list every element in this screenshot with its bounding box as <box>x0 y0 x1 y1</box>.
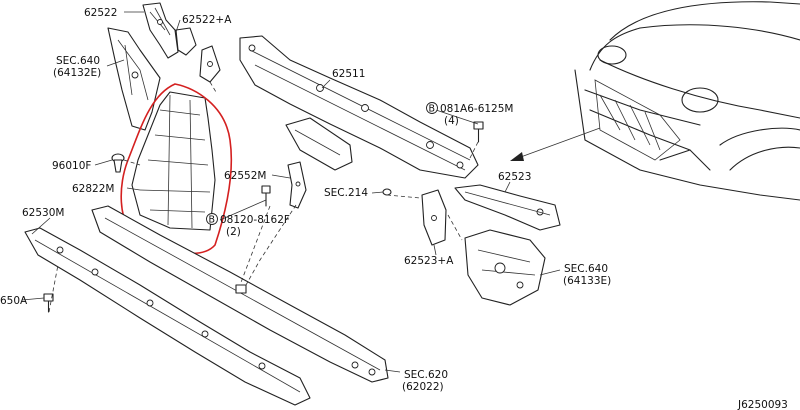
part-bracket-under-upper <box>285 117 353 171</box>
pointer-line <box>517 127 601 159</box>
part-sec620-reinforcement <box>91 205 389 383</box>
part-bracket-upper <box>199 45 221 83</box>
bolt-081a6-icon <box>473 121 484 143</box>
part-62523 <box>454 184 561 231</box>
label-62530m: 62530M <box>22 207 64 219</box>
bolt-mark-mid: B <box>209 215 216 226</box>
label-650a: 650A <box>0 295 28 307</box>
label-sec640-left: SEC.640 <box>56 55 100 67</box>
bolt-mark-mid-icon <box>206 213 218 225</box>
label-sec214: SEC.214 <box>324 187 368 199</box>
part-62822m-air-guide <box>120 83 233 254</box>
car-front-illustration <box>574 1 800 201</box>
label-sec640-right-sub: (64133E) <box>563 275 611 287</box>
label-62511: 62511 <box>332 68 365 80</box>
part-sec640-left <box>107 27 161 131</box>
label-62552m: 62552M <box>224 170 266 182</box>
label-62522: 62522 <box>84 7 117 19</box>
bolt-08120-icon <box>261 185 271 207</box>
label-bolt-mid: 08120-8162F <box>220 214 290 226</box>
pointer-arrow-icon <box>510 152 524 161</box>
labels: 62522 62522+A SEC.640 (64132E) 62511 B 0… <box>0 7 788 410</box>
label-bolt-mid-qty: (2) <box>226 226 241 238</box>
leader-lines <box>21 11 561 373</box>
label-96010f: 96010F <box>52 160 91 172</box>
part-62522 <box>142 2 179 59</box>
sec214-mark <box>382 188 392 196</box>
part-sec640-right <box>464 229 546 306</box>
label-62522-a: 62522+A <box>182 14 232 26</box>
label-bolt-top: 081A6-6125M <box>440 103 513 115</box>
label-sec620-sub: (62022) <box>402 381 444 393</box>
label-62523: 62523 <box>498 171 531 183</box>
part-62522-a <box>175 27 197 56</box>
bolt-mark-top: B <box>429 104 436 115</box>
part-62552m <box>287 161 307 209</box>
figure-number: J6250093 <box>737 399 788 410</box>
label-62822m: 62822M <box>72 183 114 195</box>
bolt-mark-top-icon <box>426 102 438 114</box>
assembly-dashed-lines <box>48 81 479 313</box>
bolt-650a-icon <box>43 293 54 313</box>
label-sec640-right: SEC.640 <box>564 263 608 275</box>
label-sec620: SEC.620 <box>404 369 448 381</box>
part-62530m-lower-member <box>24 227 311 406</box>
label-sec640-left-sub: (64132E) <box>53 67 101 79</box>
part-96010f-clip <box>111 153 125 173</box>
part-62523-a <box>421 189 447 246</box>
label-62523-a: 62523+A <box>404 255 454 267</box>
part-62511-upper-member <box>239 35 479 179</box>
label-bolt-top-qty: (4) <box>444 115 459 127</box>
